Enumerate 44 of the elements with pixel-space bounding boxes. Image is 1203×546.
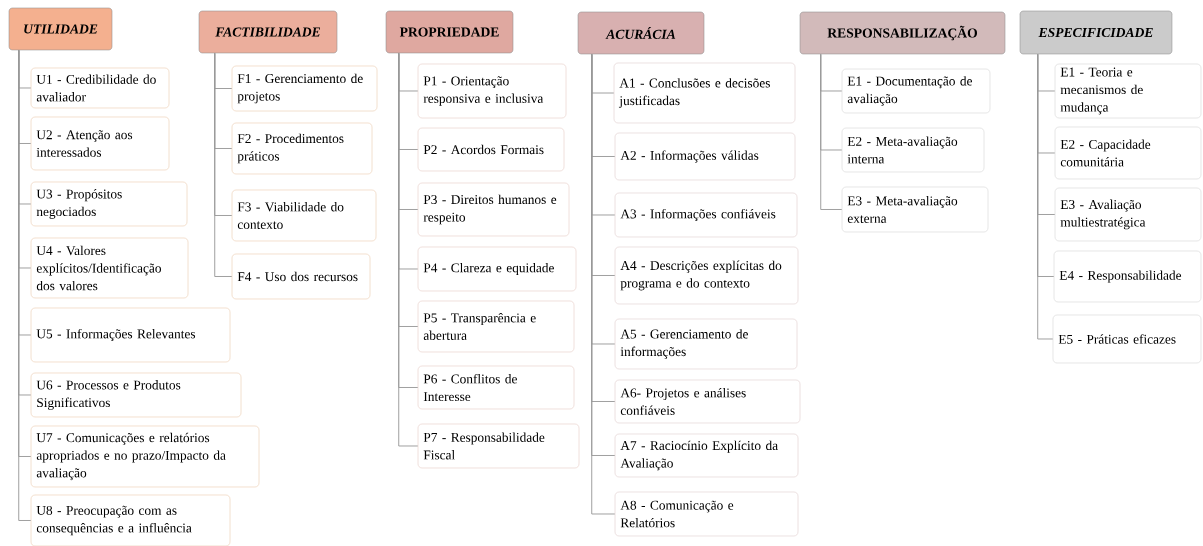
criterion-box: E2 - Meta-avaliação interna: [841, 127, 985, 173]
connector-line: [820, 53, 843, 210]
criterion-box: P6 - Conflitos de Interesse: [417, 365, 575, 410]
category-box: ESPECIFICIDADE: [1019, 10, 1173, 55]
criterion-box: P5 - Transparência e abertura: [417, 300, 575, 353]
criterion-box: E3 - Meta-avaliação externa: [841, 186, 989, 233]
criterion-box: P3 - Direitos humanos e respeito: [417, 182, 570, 237]
criterion-box: A4 - Descrições explícitas do programa e do contexto: [614, 246, 799, 305]
criterion-box: U6 - Processos e Produtos Significativos: [30, 372, 242, 418]
criterion-box: E5 - Práticas eficazes: [1052, 314, 1202, 364]
criterion-box: E2 - Capacidade comunitária: [1054, 126, 1202, 180]
criterion-box: A6- Projetos e análises confiáveis: [614, 379, 801, 424]
criterion-box: A5 - Gerenciamento de informações: [614, 318, 798, 370]
criterion-box: E1 - Documentação de avaliação: [841, 68, 991, 114]
criterion-box: U4 - Valores explícitos/Identificação dos valores: [30, 237, 189, 299]
category-box: RESPONSABILIZAÇÃO: [799, 11, 1006, 55]
criterion-box: P1 - Orientação responsiva e inclusiva: [417, 63, 567, 119]
criterion-box: U5 - Informações Relevantes: [30, 307, 231, 363]
category-box: ACURÁCIA: [577, 11, 705, 55]
criterion-box: A7 - Raciocínio Explícito da Avaliação: [614, 433, 799, 478]
criterion-box: U1 - Credibilidade do avaliador: [30, 67, 170, 109]
criterion-box: A1 - Conclusões e decisões justificadas: [613, 62, 796, 124]
criterion-box: F3 - Viabilidade do contexto: [231, 189, 377, 242]
criterion-box: E4 - Responsabilidade: [1053, 250, 1202, 303]
criterion-box: E3 - Avaliação multiestratégica: [1054, 187, 1202, 242]
connector-line: [1037, 53, 1054, 340]
criterion-box: A3 - Informações confiáveis: [614, 192, 798, 238]
criterion-box: U3 - Propósitos negociados: [30, 181, 188, 227]
criterion-box: A8 - Comunicação e Relatórios: [614, 491, 799, 537]
connector-line: [214, 52, 233, 277]
criterion-box: U2 - Atenção aos interessados: [30, 116, 170, 171]
criterion-box: F4 - Uso dos recursos: [231, 253, 371, 300]
criterion-box: P2 - Acordos Formais: [417, 127, 565, 172]
category-box: FACTIBILIDADE: [198, 10, 338, 54]
criterion-box: U7 - Comunicações e relatórios apropriados e no prazo/Impacto da avaliação: [30, 425, 260, 488]
criterion-box: P7 - Responsabilidade Fiscal: [417, 423, 580, 469]
criterion-box: U8 - Preocupação com as consequências e a influência: [30, 494, 231, 546]
criterion-box: F2 - Procedimentos práticos: [231, 122, 373, 175]
criterion-box: P4 - Clareza e equidade: [417, 246, 577, 292]
criterion-box: E1 - Teoria e mecanismos de mudança: [1054, 63, 1202, 119]
category-box: PROPRIEDADE: [385, 10, 514, 54]
category-box: UTILIDADE: [8, 7, 113, 51]
criterion-box: A2 - Informações válidas: [614, 132, 796, 181]
criterion-box: F1 - Gerenciamento de projetos: [231, 65, 378, 112]
